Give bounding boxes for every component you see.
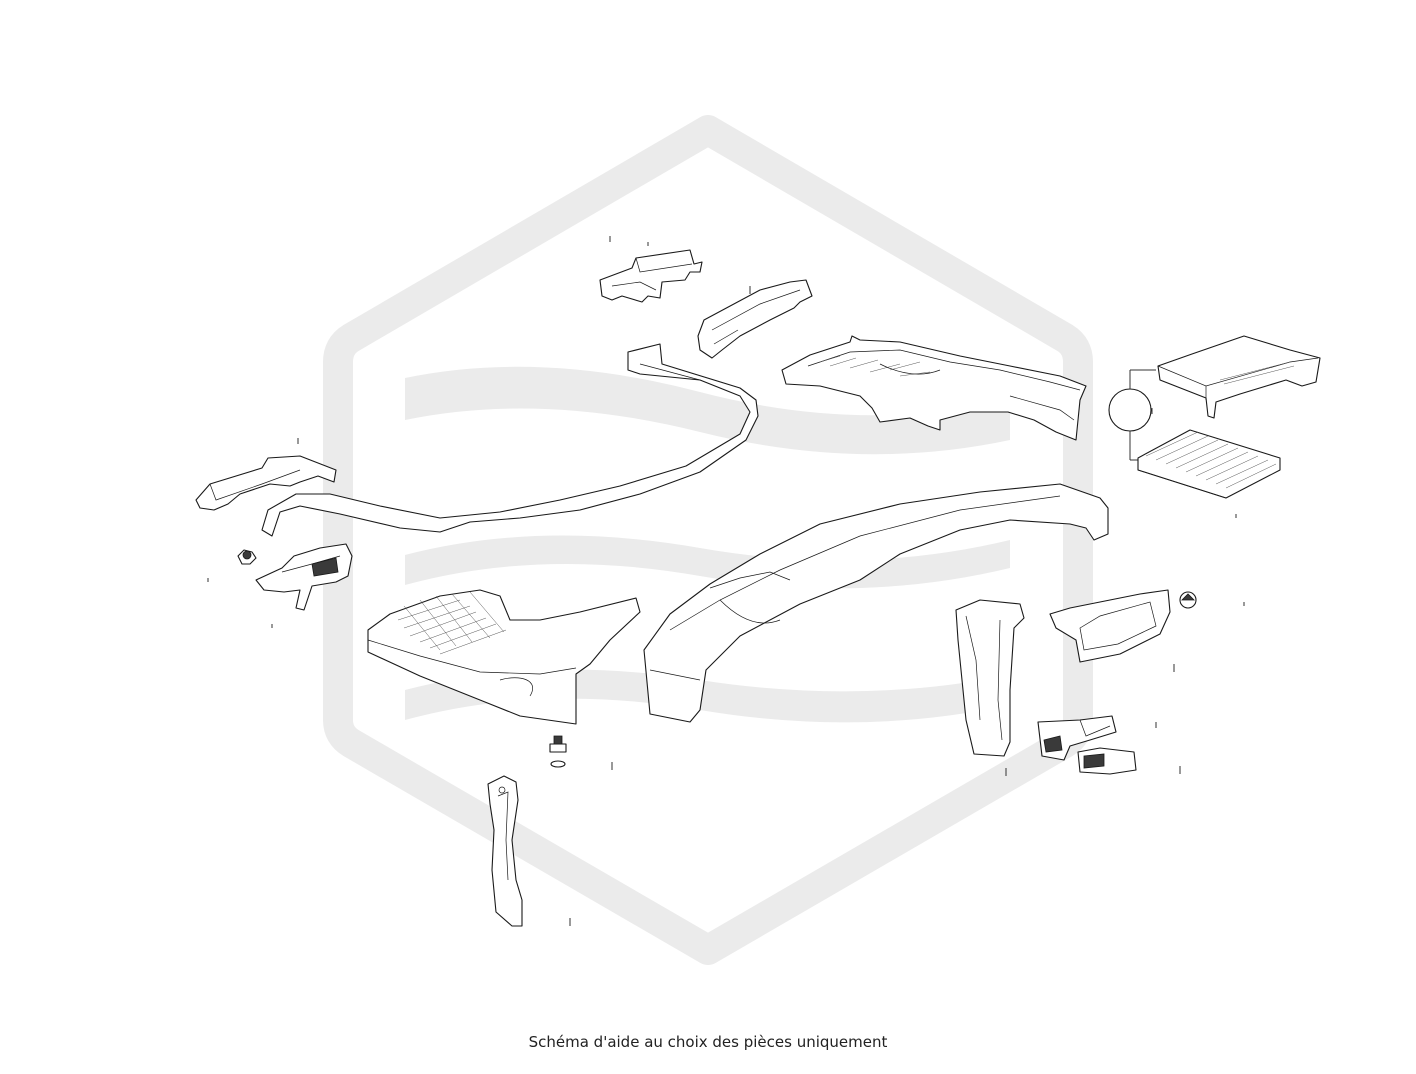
disclaimer-caption: Schéma d'aide au choix des pièces unique…: [528, 1033, 888, 1051]
upper-bracket-part: [599, 249, 703, 303]
screw-washer-part: [549, 735, 567, 768]
cowl-panel-right-part: [781, 335, 1087, 441]
upper-mount-bracket-part: [697, 279, 813, 359]
right-pillar-bracket-part: [955, 599, 1025, 757]
center-cowl-panel-part: [643, 483, 1109, 723]
watermark-logo-icon: [323, 115, 1093, 965]
callout-marks: [207, 236, 1245, 926]
left-lower-bracket-part: [255, 543, 353, 611]
right-duct-part: [1049, 589, 1171, 663]
filter-callout-icon: [1108, 369, 1156, 461]
sensor-bracket-part: [1037, 715, 1117, 761]
left-side-bracket-part: [195, 455, 337, 511]
cabin-filter-part: [1137, 429, 1281, 499]
connector-part: [1077, 747, 1137, 775]
filter-housing-part: [1157, 335, 1321, 419]
nut-part: [237, 549, 257, 565]
clip-part: [1179, 591, 1197, 609]
left-pillar-bracket-part: [487, 775, 523, 927]
hose-part: [261, 343, 759, 537]
cowl-grille-left-part: [367, 589, 641, 725]
